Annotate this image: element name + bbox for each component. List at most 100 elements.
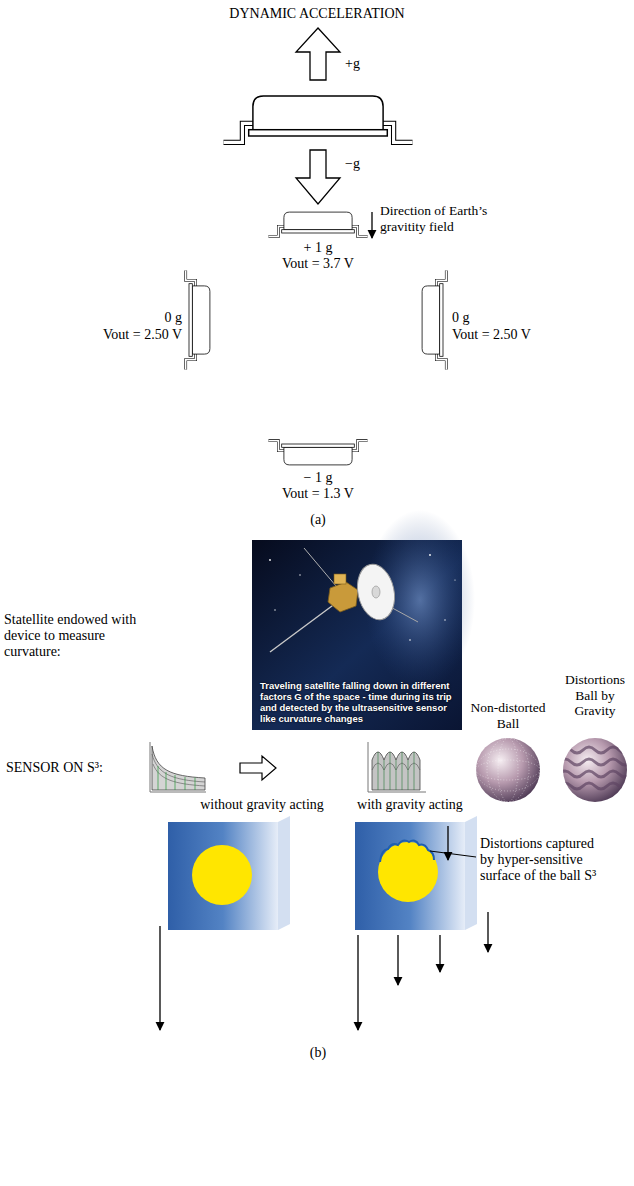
non-distorted-ball: [476, 760, 540, 780]
leader-line: [430, 851, 476, 857]
sensor-cube: [192, 845, 252, 905]
sensor-cube: [278, 816, 290, 930]
label-box: Vout = 2.50 V: [452, 327, 572, 343]
label-box: Vout = 1.3 V: [248, 486, 388, 502]
label-box: Distortions Ball by Gravity: [559, 672, 631, 719]
satellite-picture: [274, 609, 275, 610]
text-label: Distortions captured by hyper-sensitive …: [480, 836, 610, 884]
label-box: 0 g: [72, 310, 182, 326]
text-label: − 1 g: [258, 470, 378, 486]
text-label: 0 g: [72, 310, 182, 326]
sensor-graph: [152, 746, 205, 790]
text-label: + 1 g: [258, 240, 378, 256]
text-label: Vout = 2.50 V: [452, 327, 572, 343]
label-box: Direction of Earth’s gravitity field: [380, 203, 510, 234]
label-box: Vout = 3.7 V: [248, 256, 388, 272]
text-label: Vout = 2.50 V: [62, 327, 182, 343]
sensor-graph: [368, 742, 369, 792]
accelerometer-chips: [224, 96, 413, 142]
sensor-graph: [158, 766, 195, 790]
satellite-picture: [269, 559, 271, 561]
title-box: DYNAMIC ACCELERATION: [157, 6, 477, 22]
sensor-graph: [150, 742, 151, 792]
text-label: with gravity acting: [345, 797, 475, 813]
gravity-arrows: [159, 926, 160, 1030]
accelerometer-chips: [422, 271, 446, 370]
picture-caption: Traveling satellite falling down in diff…: [260, 680, 454, 724]
sensor-graph: [150, 742, 206, 792]
sensor-graph: [378, 752, 414, 790]
text-label: Direction of Earth’s gravitity field: [380, 203, 510, 234]
label-box: + 1 g: [258, 240, 378, 256]
gravity-arrow: [371, 212, 372, 238]
upper-arrows: [296, 150, 340, 204]
satellite-picture: [444, 619, 445, 620]
accelerometer-chips: [269, 212, 368, 236]
distorted-ball: [559, 771, 631, 777]
text-label: +g: [345, 56, 385, 72]
label-box: − 1 g: [258, 470, 378, 486]
diagram-title: DYNAMIC ACCELERATION: [157, 6, 477, 22]
gravity-arrows: [397, 935, 398, 985]
non-distorted-ball: [476, 738, 540, 802]
text-label: Vout = 3.7 V: [248, 256, 388, 272]
sensor-cube: [355, 816, 477, 930]
gravity-arrows: [357, 935, 358, 1030]
text-label: without gravity acting: [182, 797, 342, 813]
label-box: (a): [288, 512, 348, 528]
satellite-picture: [334, 574, 346, 584]
satellite-picture: [454, 579, 455, 580]
text-label: 0 g: [452, 310, 562, 326]
sensor-graph: [368, 742, 426, 792]
non-distorted-ball: [487, 738, 529, 802]
distorted-ball: [559, 747, 631, 753]
non-distorted-ball: [476, 738, 540, 802]
text-label: Non-distorted Ball: [466, 700, 550, 731]
label-box: Distortions captured by hyper-sensitive …: [480, 836, 610, 884]
accelerometer-chips: [269, 441, 368, 465]
gravity-arrows: [160, 826, 488, 1030]
satellite-picture: [252, 510, 475, 730]
satellite-picture: [328, 582, 358, 612]
sensor-graph: [150, 792, 206, 793]
text-label: (b): [288, 1045, 348, 1061]
distorted-ball: [559, 759, 631, 765]
accelerometer-chips: [186, 96, 447, 465]
label-box: Vout = 2.50 V: [62, 327, 182, 343]
label-box: SENSOR ON S³:: [6, 760, 141, 776]
distorted-ball: [559, 783, 631, 789]
text-label: (a): [288, 512, 348, 528]
label-box: (b): [288, 1045, 348, 1061]
sensor-cube: [465, 816, 477, 930]
label-box: 0 g: [452, 310, 562, 326]
label-box: with gravity acting: [345, 797, 475, 813]
sensor-graph: [152, 754, 205, 782]
non-distorted-ball: [476, 749, 540, 791]
satellite-picture: [304, 548, 336, 586]
text-label: Vout = 1.3 V: [248, 486, 388, 502]
satellite-picture: [299, 574, 300, 575]
sensor-cube: [380, 841, 434, 862]
label-box: Non-distorted Ball: [466, 700, 550, 731]
gravity-arrows: [447, 826, 448, 860]
non-distorted-ball: [498, 738, 518, 802]
text-label: SENSOR ON S³:: [6, 760, 141, 776]
text-label: −g: [345, 156, 385, 172]
satellite-picture: [270, 600, 340, 652]
satellite-picture: [409, 639, 411, 641]
sensor-cube: [168, 822, 278, 930]
label-box: without gravity acting: [182, 797, 342, 813]
satellite-picture: [353, 561, 400, 623]
satellite-picture: [429, 554, 431, 556]
satellite-picture: [372, 586, 380, 598]
gravity-arrows: [439, 935, 440, 972]
label-box: Statellite endowed with device to measur…: [4, 612, 144, 660]
label-box: −g: [345, 156, 385, 172]
sensor-graph: [372, 752, 420, 790]
label-box: +g: [345, 56, 385, 72]
accelerometer-chips: [186, 271, 210, 370]
sensor-graph: [368, 792, 426, 793]
